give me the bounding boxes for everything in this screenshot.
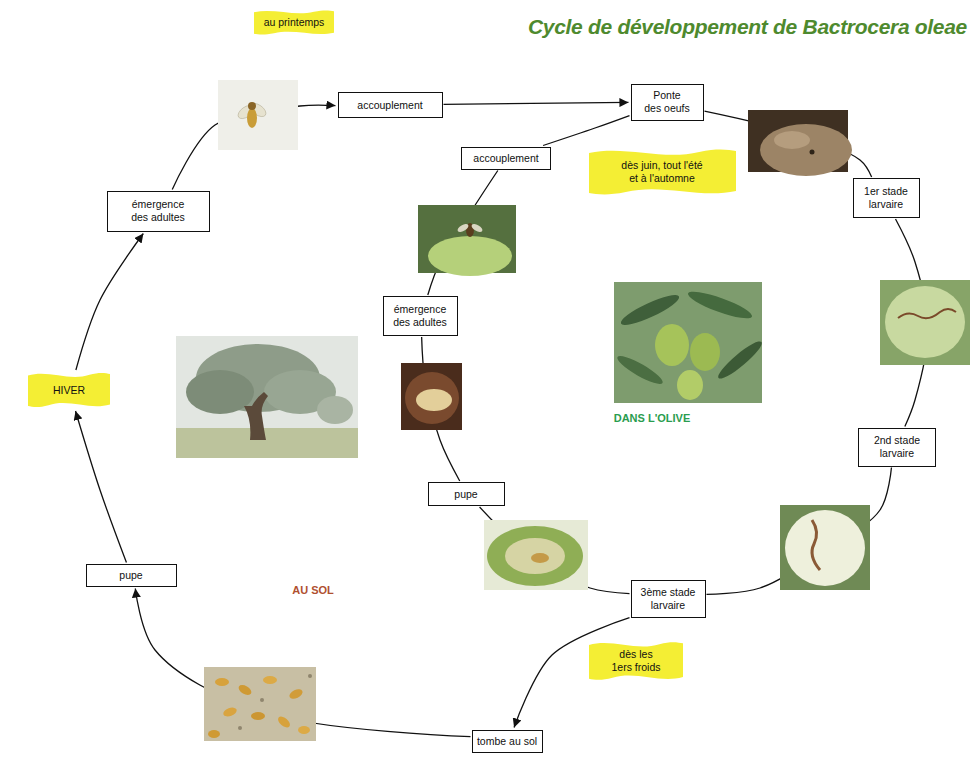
banner-text: dès juin, tout l'été et à l'automne — [598, 159, 727, 184]
stage-box: Ponte des oeufs — [631, 84, 704, 121]
cycle-line — [543, 116, 629, 146]
stage-text: pupe — [454, 488, 477, 501]
cycle-line — [707, 468, 892, 595]
stage-text: émergence des adultes — [388, 303, 453, 328]
banner-text: dès les 1ers froids — [598, 648, 674, 673]
stage-box: accouplement — [338, 92, 443, 118]
stage-box: émergence des adultes — [383, 296, 458, 336]
photo-egg-laying — [748, 110, 852, 176]
photo-olive-branch — [614, 282, 765, 403]
photo-second-instar — [780, 505, 870, 590]
banner-fill — [254, 10, 334, 34]
banner-fill — [589, 150, 736, 195]
banner-text: au printemps — [264, 16, 325, 29]
photo-pupa-in-olive — [401, 363, 462, 430]
photo-cut-olive — [484, 520, 588, 590]
stage-text: accouplement — [357, 99, 422, 112]
season-banner: HIVER — [28, 371, 110, 409]
stage-text: Ponte des oeufs — [636, 89, 699, 114]
stage-text: 3ème stade larvaire — [636, 586, 701, 611]
stage-box: émergence des adultes — [107, 191, 210, 232]
cycle-arrow — [76, 234, 143, 371]
stage-box: 1er stade larvaire — [853, 178, 920, 218]
stage-text: tombe au sol — [477, 735, 537, 748]
photo-adult-fly — [218, 80, 298, 150]
stage-text: 1er stade larvaire — [858, 185, 915, 210]
region-label: AU SOL — [292, 584, 334, 596]
diagram-title: Cycle de développement de Bactrocera ole… — [528, 15, 967, 39]
stage-box: pupe — [86, 564, 177, 587]
stage-box: tombe au sol — [472, 730, 543, 753]
season-banner: au printemps — [254, 9, 334, 36]
stage-box: pupe — [428, 482, 505, 506]
cycle-line — [480, 507, 630, 594]
region-label: DANS L'OLIVE — [614, 412, 691, 424]
photo-pupae-on-soil — [204, 667, 316, 741]
stage-box: 3ème stade larvaire — [631, 580, 706, 618]
stage-box: accouplement — [461, 147, 551, 170]
stage-text: émergence des adultes — [112, 198, 205, 223]
stage-text: accouplement — [473, 152, 538, 165]
banner-fill — [28, 373, 110, 407]
photo-first-instar — [880, 280, 970, 365]
banner-text: HIVER — [53, 384, 85, 397]
photo-fly-on-olive — [418, 205, 516, 276]
cycle-arrow — [76, 411, 127, 563]
stage-text: 2nd stade larvaire — [863, 434, 931, 459]
photo-olive-tree — [176, 336, 358, 458]
season-banner: dès juin, tout l'été et à l'automne — [589, 147, 736, 197]
season-banner: dès les 1ers froids — [589, 640, 683, 682]
banner-fill — [589, 642, 683, 680]
cycle-arrow — [444, 102, 629, 104]
stage-text: pupe — [119, 569, 142, 582]
stage-box: 2nd stade larvaire — [858, 428, 936, 467]
